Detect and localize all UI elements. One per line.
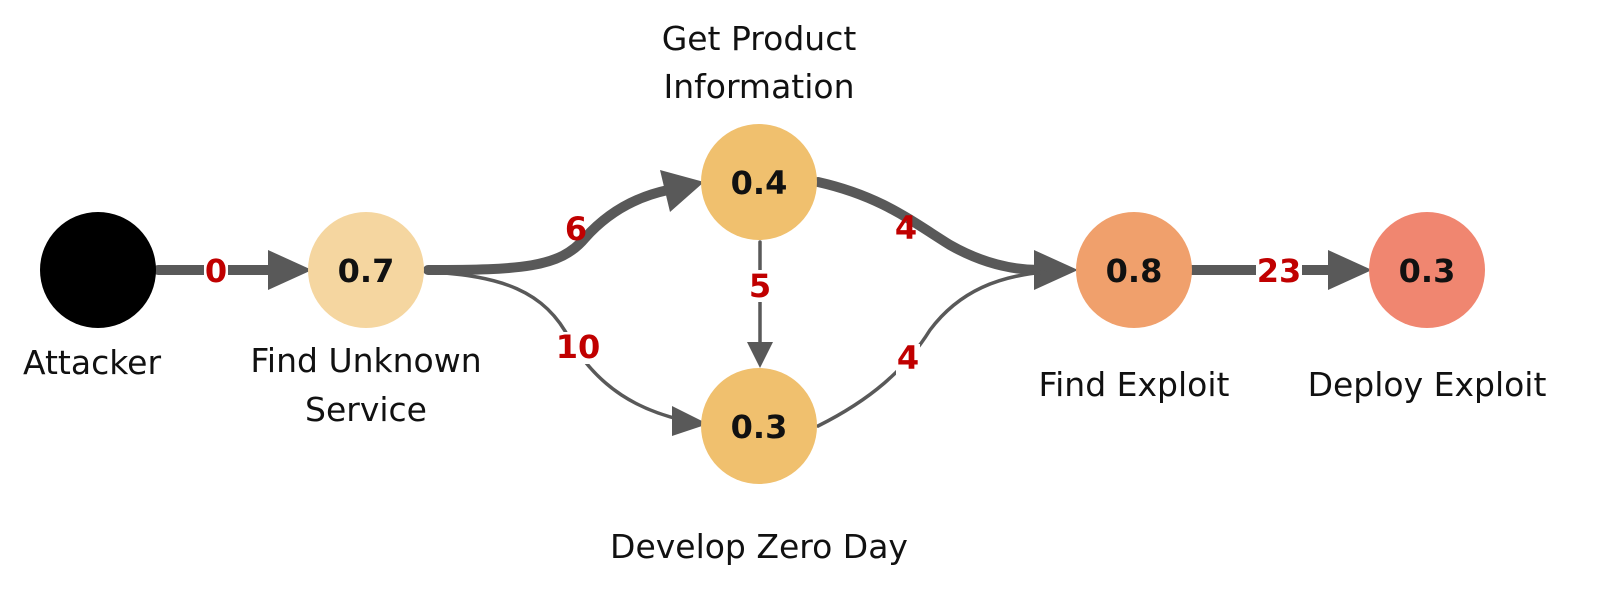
- edge-get-product-information-to-develop-zero-day: [747, 240, 773, 368]
- find-exploit-label: Find Exploit: [1039, 365, 1230, 404]
- node-find-exploit: 0.8 Find Exploit: [1039, 212, 1230, 404]
- develop-zero-day-value: 0.3: [731, 408, 788, 446]
- edge-find-unknown-service-to-get-product-information: [423, 170, 704, 275]
- deploy-exploit-label: Deploy Exploit: [1308, 365, 1547, 404]
- edge-weight-find-exploit-to-deploy-exploit: 23: [1257, 252, 1302, 290]
- get-product-information-circle: [701, 124, 817, 240]
- node-develop-zero-day: 0.3 Develop Zero Day: [610, 368, 908, 566]
- find-unknown-service-label-line-1: Find Unknown: [250, 341, 481, 380]
- get-product-information-value: 0.4: [731, 164, 788, 202]
- find-exploit-circle: [1076, 212, 1192, 328]
- edge-weights: 0 6 10 5 4 4 23: [204, 209, 1302, 377]
- edge-weight-find-unknown-service-to-develop-zero-day: 10: [556, 328, 601, 366]
- find-unknown-service-circle: [308, 212, 424, 328]
- edge-develop-zero-day-to-find-exploit: [816, 270, 1047, 428]
- deploy-exploit-circle: [1369, 212, 1485, 328]
- edge-weight-develop-zero-day-to-find-exploit: 4: [897, 339, 919, 377]
- attacker-circle: [40, 212, 156, 328]
- deploy-exploit-value: 0.3: [1399, 252, 1456, 290]
- get-product-information-label-line-1: Get Product: [662, 19, 857, 58]
- find-unknown-service-value: 0.7: [338, 252, 395, 290]
- find-unknown-service-label-line-2: Service: [305, 390, 427, 429]
- get-product-information-label-line-2: Information: [663, 67, 854, 106]
- node-find-unknown-service: 0.7 Find Unknown Service: [250, 212, 482, 429]
- node-attacker: Attacker: [23, 212, 161, 382]
- edge-weight-get-product-information-to-find-exploit: 4: [895, 209, 917, 247]
- edge-weight-attacker-to-find-unknown-service: 0: [205, 252, 227, 290]
- nodes: Attacker 0.7 Find Unknown Service Get Pr…: [23, 19, 1546, 566]
- edge-get-product-information-to-find-exploit: [813, 177, 1078, 290]
- develop-zero-day-label: Develop Zero Day: [610, 527, 908, 566]
- edges: [153, 170, 1372, 436]
- edge-attacker-to-find-unknown-service: [153, 250, 312, 290]
- node-get-product-information: Get Product Information 0.4: [662, 19, 857, 240]
- develop-zero-day-circle: [701, 368, 817, 484]
- node-deploy-exploit: 0.3 Deploy Exploit: [1308, 212, 1547, 404]
- edge-weight-find-unknown-service-to-get-product-information: 6: [565, 210, 587, 248]
- attacker-label: Attacker: [23, 343, 161, 382]
- edge-weight-get-product-information-to-develop-zero-day: 5: [749, 267, 771, 305]
- find-exploit-value: 0.8: [1106, 252, 1163, 290]
